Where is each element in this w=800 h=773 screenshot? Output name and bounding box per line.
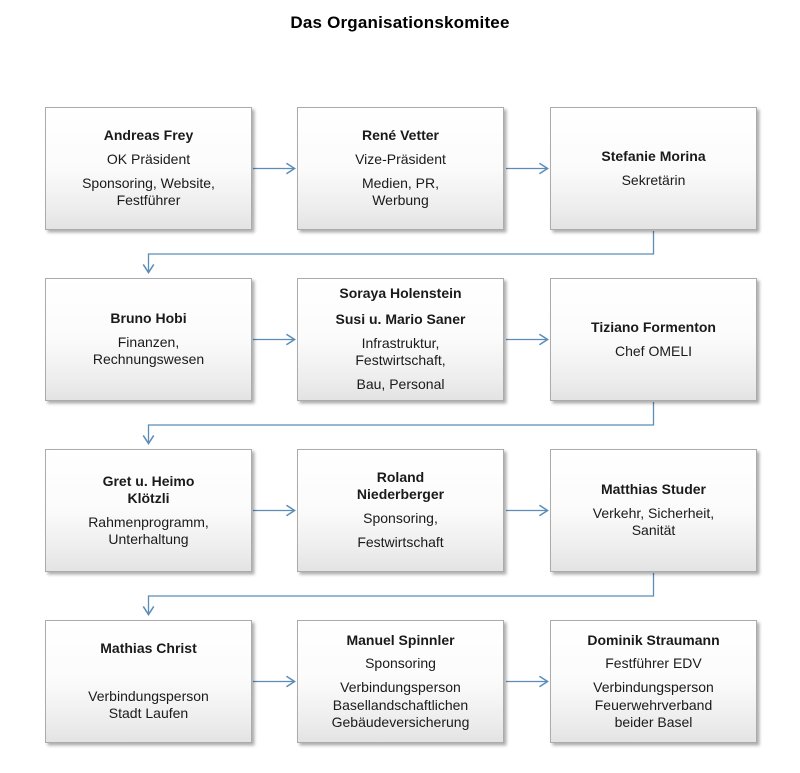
person-duties: Verbindungsperson Stadt Laufen: [88, 688, 209, 722]
org-box-andreas-frey: Andreas Frey OK Präsident Sponsoring, We…: [45, 107, 252, 230]
org-box-rene-vetter: René Vetter Vize-Präsident Medien, PR, W…: [297, 107, 504, 230]
person-duties: Sponsoring, Website, Festführer: [82, 175, 215, 209]
person-name: Gret u. Heimo Klötzli: [102, 472, 195, 506]
person-duties: Festwirtschaft: [357, 534, 444, 551]
person-duties: Bau, Personal: [356, 376, 445, 393]
person-role: Chef OMELI: [614, 342, 693, 359]
person-name: Dominik Straumann: [587, 631, 720, 648]
person-name: Tiziano Formenton: [591, 318, 716, 335]
person-duties: Verbindungsperson Feuerwehrverband beide…: [593, 679, 714, 730]
person-duties: Rahmenprogramm, Unterhaltung: [88, 513, 209, 547]
person-name: Soraya Holenstein: [339, 285, 462, 302]
org-box-matthias-studer: Matthias Studer Verkehr, Sicherheit, San…: [550, 449, 757, 572]
elbow-arrow-down-icon: [142, 573, 655, 616]
person-role: Sekretärin: [621, 171, 686, 188]
org-box-gret-heimo-kloetzli: Gret u. Heimo Klötzli Rahmenprogramm, Un…: [45, 449, 252, 572]
org-box-bruno-hobi: Bruno Hobi Finanzen, Rechnungswesen: [45, 278, 252, 401]
spacer-line: [147, 664, 151, 681]
person-duties: Infrastruktur, Festwirtschaft,: [355, 334, 446, 369]
person-role: Sponsoring: [365, 655, 436, 672]
person-duties: Finanzen, Rechnungswesen: [92, 333, 205, 368]
person-name: Stefanie Morina: [601, 147, 706, 164]
person-role: Festführer EDV: [605, 655, 702, 672]
person-name: Mathias Christ: [100, 640, 197, 657]
elbow-arrow-down-icon: [142, 231, 655, 274]
person-role: OK Präsident: [106, 150, 191, 167]
person-duties: Medien, PR, Werbung: [361, 175, 440, 209]
person-role: Vize-Präsident: [355, 150, 446, 167]
org-box-roland-niederberger: Roland Niederberger Sponsoring, Festwirt…: [297, 449, 504, 572]
person-name: Roland Niederberger: [356, 469, 445, 503]
person-duties: Sponsoring,: [363, 510, 438, 526]
elbow-arrow-down-icon: [142, 402, 655, 445]
person-name: Susi u. Mario Saner: [335, 311, 466, 328]
org-box-soraya-holenstein-susi-mario-saner: Soraya Holenstein Susi u. Mario Saner In…: [297, 278, 504, 401]
person-name: Andreas Frey: [103, 127, 194, 144]
org-box-stefanie-morina: Stefanie Morina Sekretärin: [550, 107, 757, 230]
person-name: Bruno Hobi: [110, 310, 187, 327]
person-name: René Vetter: [361, 127, 440, 144]
org-box-mathias-christ: Mathias Christ Verbindungsperson Stadt L…: [45, 620, 252, 743]
person-duties: Verbindungsperson Basellandschaftlichen …: [331, 679, 470, 730]
org-box-dominik-straumann: Dominik Straumann Festführer EDV Verbind…: [550, 620, 757, 743]
person-duties: Verkehr, Sicherheit, Sanität: [592, 504, 715, 539]
org-box-manuel-spinnler: Manuel Spinnler Sponsoring Verbindungspe…: [297, 620, 504, 743]
person-name: Matthias Studer: [600, 481, 706, 498]
org-box-tiziano-formenton: Tiziano Formenton Chef OMELI: [550, 278, 757, 401]
page-title: Das Organisationskomitee: [290, 13, 510, 32]
person-name: Manuel Spinnler: [346, 631, 455, 648]
